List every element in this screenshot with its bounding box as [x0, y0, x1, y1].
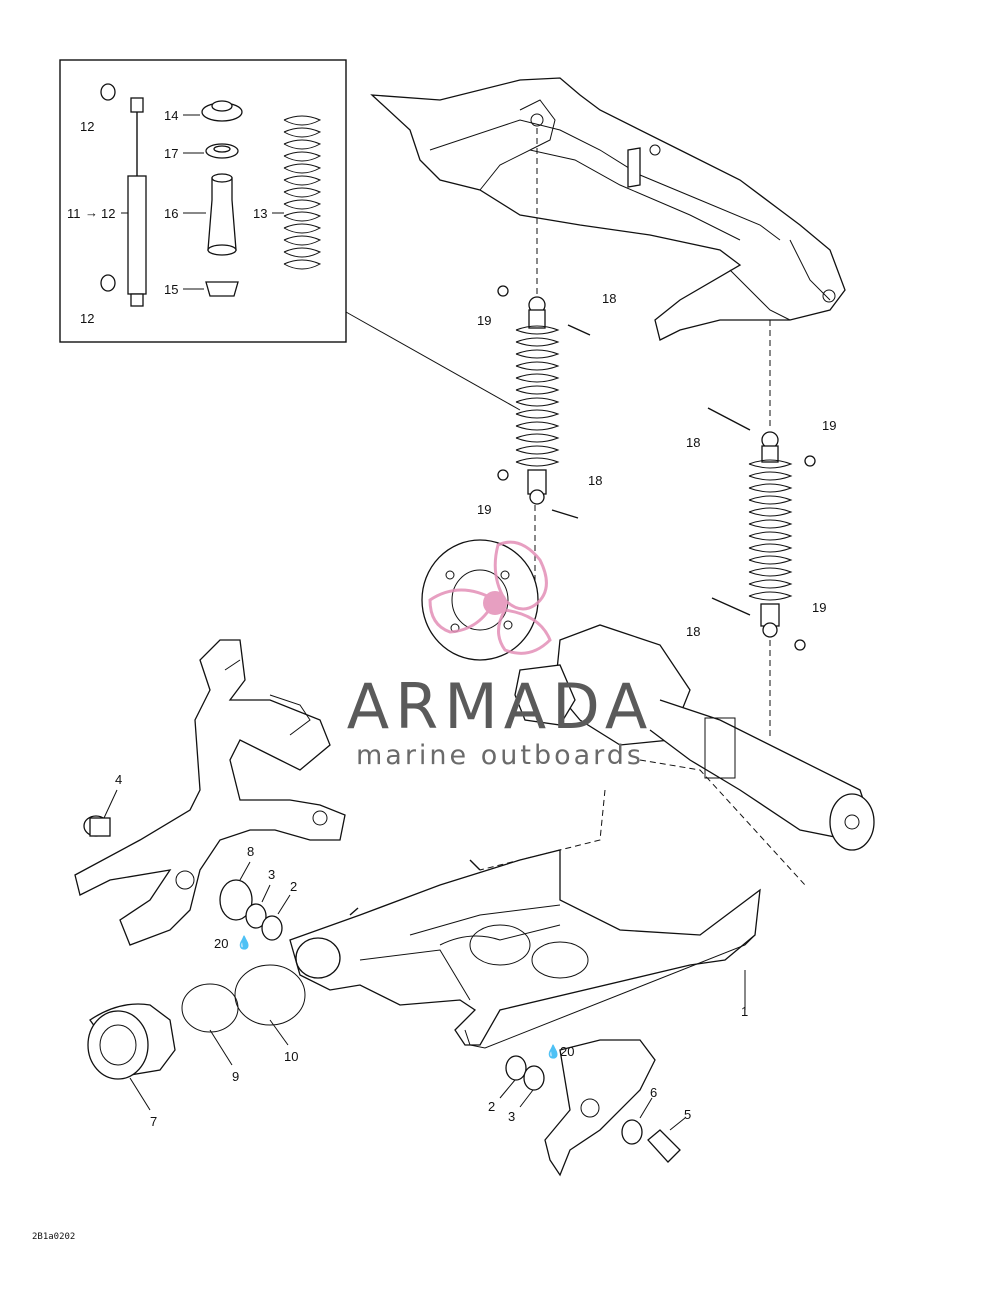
callout-12: 12 [80, 119, 95, 134]
rear-axle [514, 624, 875, 851]
callout-18: 18 [686, 624, 701, 639]
rear-hub-disc [421, 539, 539, 661]
callout-18: 18 [588, 473, 603, 488]
watermark: ARMADA marine outboards [300, 675, 700, 771]
shock-absorber-right [707, 407, 816, 651]
bearing-parts-left [87, 861, 746, 1111]
callout-9: 9 [232, 1069, 240, 1084]
callout-13: 13 [253, 206, 268, 221]
inset-box [59, 59, 347, 343]
callout-11: 11 [67, 206, 81, 221]
shock-absorber-left [497, 285, 591, 519]
callout-18: 18 [602, 291, 617, 306]
watermark-tagline: marine outboards [355, 740, 644, 771]
callout-2: 2 [290, 879, 298, 894]
watermark-emblem [428, 540, 552, 655]
callout-2: 2 [488, 1099, 496, 1114]
swing-arm [289, 849, 761, 1049]
bearing-parts-right [499, 1039, 686, 1177]
callout-6: 6 [650, 1085, 658, 1100]
callout-20: 20 [214, 936, 229, 951]
watermark-name: ARMADA [346, 670, 654, 743]
coil-spring-13 [283, 115, 322, 270]
callout-19: 19 [822, 418, 837, 433]
callout-4: 4 [115, 772, 123, 787]
callout-14: 14 [164, 108, 179, 123]
oil-drop-icon: 💧 [545, 1044, 562, 1059]
callout-3: 3 [268, 867, 276, 882]
callout-19: 19 [477, 502, 492, 517]
callout-5: 5 [684, 1107, 692, 1122]
inset-shock-components [100, 83, 322, 307]
callout-1: 1 [741, 1004, 749, 1019]
arrow-icon: → [85, 205, 98, 220]
callout-3: 3 [508, 1109, 516, 1124]
callout-15: 15 [164, 282, 179, 297]
callout-7: 7 [150, 1114, 158, 1129]
diagram-reference-code: 2B1a0202 [32, 1232, 76, 1242]
bushing-4 [83, 789, 118, 837]
callout-20: 20 [560, 1044, 575, 1059]
callout-19: 19 [477, 313, 492, 328]
callout-17: 17 [164, 146, 179, 161]
oil-drop-icon: 💧 [236, 935, 253, 950]
callout-16: 16 [164, 206, 179, 221]
upper-frame [370, 77, 846, 341]
lower-frame [74, 639, 346, 946]
callout-19: 19 [812, 600, 827, 615]
callout-18: 18 [686, 435, 701, 450]
callout-10: 10 [284, 1049, 299, 1064]
callout-12-target: 12 [101, 206, 116, 221]
callout-12: 12 [80, 311, 95, 326]
callout-8: 8 [247, 844, 255, 859]
